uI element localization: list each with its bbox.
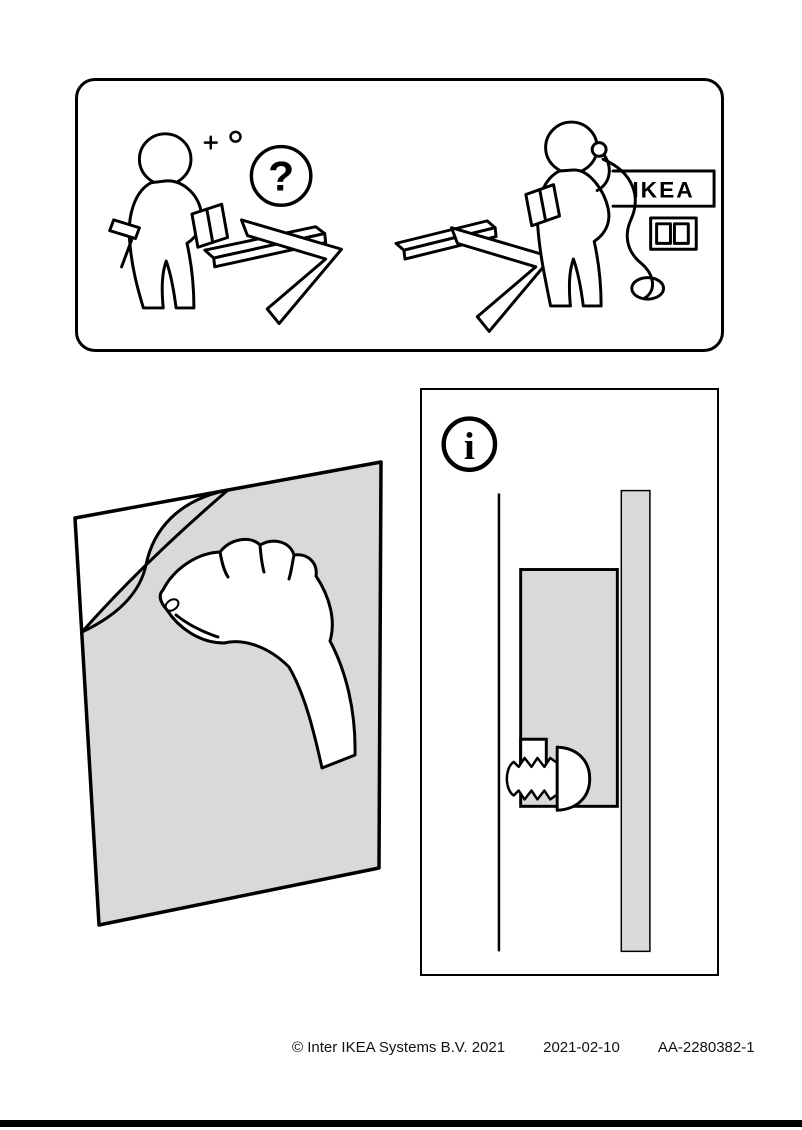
confusion-sparkles xyxy=(203,130,242,150)
info-icon: i xyxy=(441,416,498,473)
film-peel-illustration xyxy=(68,455,390,933)
document-id-text: AA-2280382-1 xyxy=(657,1039,755,1056)
page-bottom-rule xyxy=(0,1120,802,1127)
thumbnail-detail xyxy=(164,598,180,612)
screw-threads xyxy=(505,756,559,801)
info-panel: i xyxy=(420,388,719,976)
screw-head xyxy=(555,745,592,812)
question-mark-icon: ? xyxy=(249,144,313,207)
help-panel-illustration: ? IKEA xyxy=(108,120,716,333)
screw-cross-section-diagram: i xyxy=(441,416,651,953)
phone-person-figure xyxy=(524,120,611,308)
date-text: 2021-02-10 xyxy=(543,1039,620,1056)
info-glyph: i xyxy=(464,424,475,468)
film-flap xyxy=(80,488,230,634)
confused-person-figure xyxy=(108,132,230,310)
frame-edge-strip xyxy=(620,489,651,953)
ikea-logo: IKEA xyxy=(632,178,694,203)
frame-moulding-pieces-right xyxy=(394,219,554,333)
ikea-storefront xyxy=(611,169,716,251)
question-mark-glyph: ? xyxy=(268,153,294,200)
copyright-text: © Inter IKEA Systems B.V. 2021 xyxy=(292,1039,506,1056)
assembly-help-panel: ? IKEA xyxy=(75,78,724,352)
frame-panel-outline xyxy=(73,460,383,927)
page-footer: © Inter IKEA Systems B.V. 2021 2021-02-1… xyxy=(0,1039,802,1056)
frame-moulding-pieces-left xyxy=(203,218,344,326)
hand-illustration xyxy=(158,537,357,770)
screw xyxy=(505,745,592,812)
phone-cord xyxy=(601,157,666,301)
